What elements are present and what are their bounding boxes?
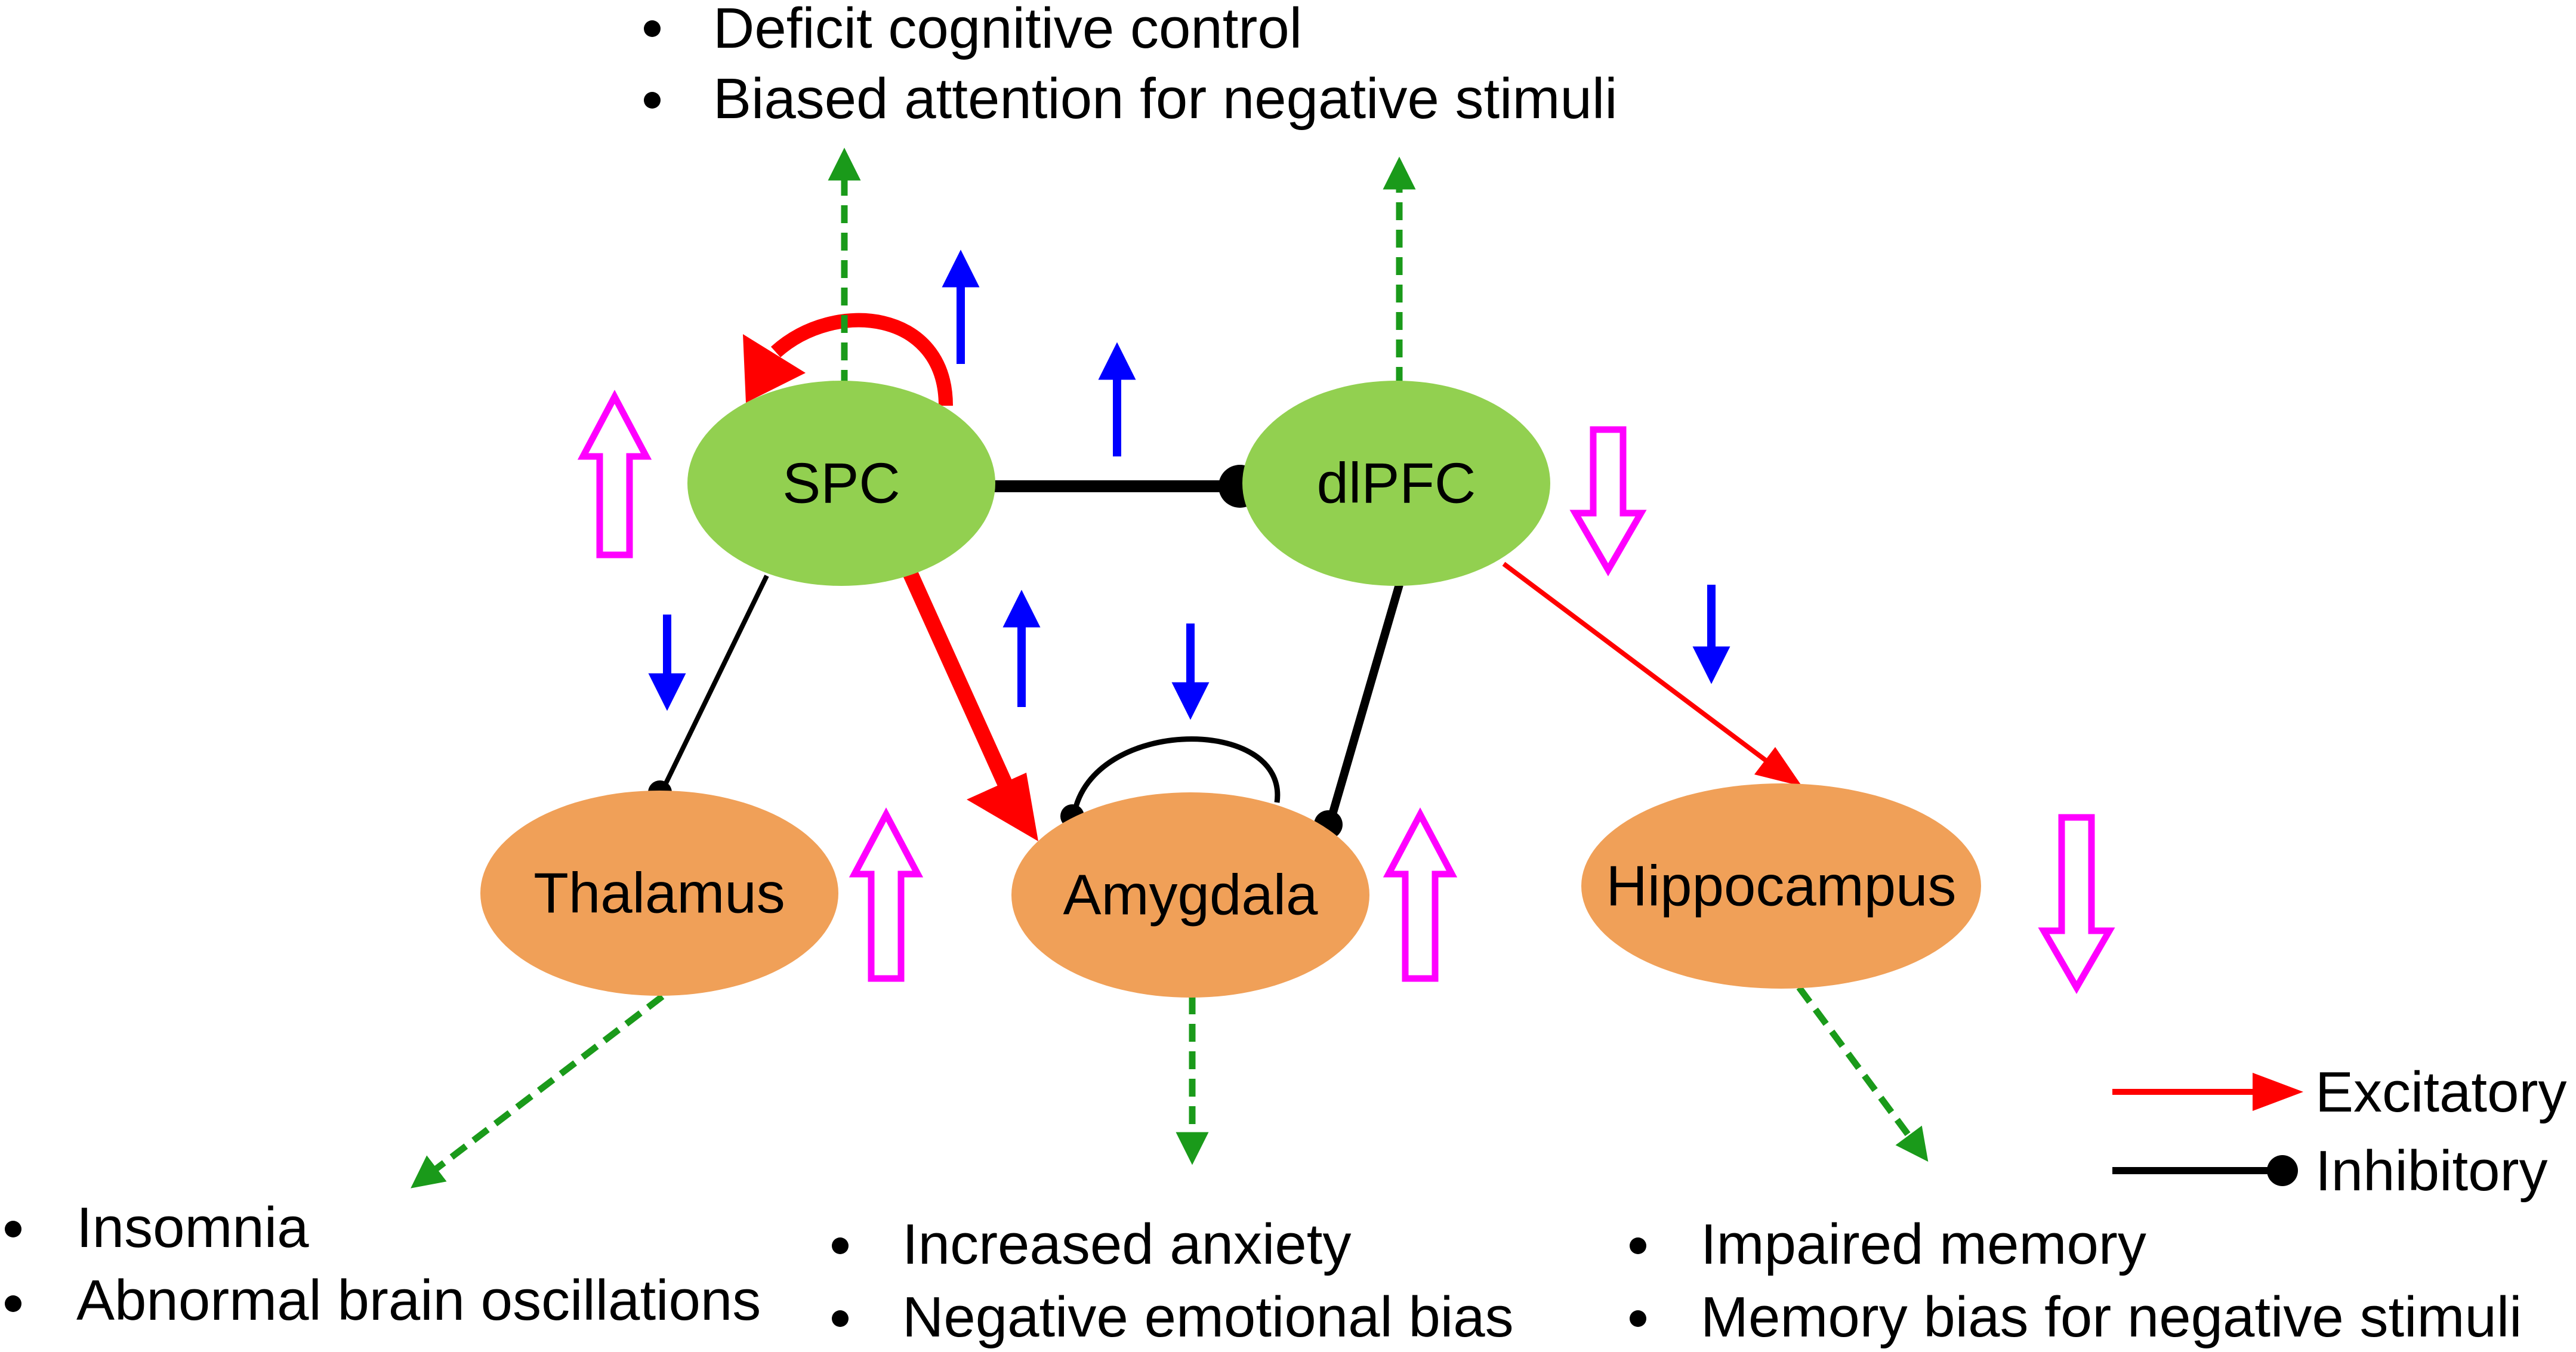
bullet-dot-icon <box>644 20 661 37</box>
bullet-dot-icon <box>1630 1237 1646 1254</box>
magenta-hollow-up-arrow-icon <box>577 390 652 558</box>
thalamus-node: Thalamus <box>480 791 838 996</box>
magenta-hollow-up-arrow-icon <box>849 807 924 982</box>
top-outcome-list: Deficit cognitive control Biased attenti… <box>644 0 1618 131</box>
legend-inhibitory-label: Inhibitory <box>2315 1139 2548 1203</box>
bullet-dot-icon <box>832 1310 849 1327</box>
spc-to-dlpfc-inhibitory-line <box>994 465 1261 508</box>
outcome-item: Biased attention for negative stimuli <box>713 67 1618 131</box>
magenta-hollow-down-arrow-icon <box>1569 426 1647 576</box>
bullet-dot-icon <box>5 1221 21 1237</box>
spc-to-amygdala-excitatory-arrow <box>903 569 1038 841</box>
spc-node: SPC <box>687 381 995 586</box>
outcome-item: Memory bias for negative stimuli <box>1701 1285 2522 1349</box>
dlpfc-to-amygdala-inhibitory-line <box>1314 584 1403 839</box>
outcome-item: Abnormal brain oscillations <box>76 1268 761 1332</box>
outcome-item: Insomnia <box>76 1196 309 1260</box>
spc-label: SPC <box>782 452 900 516</box>
hippocampus-output-arrow <box>1796 985 1929 1162</box>
magenta-hollow-down-arrow-icon <box>2038 814 2115 994</box>
bullet-dot-icon <box>1630 1310 1646 1327</box>
bullet-dot-icon <box>644 92 661 109</box>
legend-excitatory-arrow-icon <box>2112 1073 2303 1111</box>
legend-inhibitory-line-icon <box>2112 1155 2298 1186</box>
dlpfc-node: dlPFC <box>1242 381 1550 586</box>
thalamus-outcome-list: Insomnia Abnormal brain oscillations <box>5 1196 761 1332</box>
magenta-hollow-up-arrow-icon <box>1383 807 1458 982</box>
legend: Excitatory Inhibitory <box>2112 1060 2566 1203</box>
amygdala-node: Amygdala <box>1011 792 1369 998</box>
dlpfc-to-hippocampus-excitatory-arrow <box>1502 561 1802 786</box>
thalamus-label: Thalamus <box>533 862 785 925</box>
amygdala-outcome-list: Increased anxiety Negative emotional bia… <box>832 1212 1514 1349</box>
outcome-item: Increased anxiety <box>902 1212 1351 1276</box>
thalamus-output-arrow <box>411 993 665 1189</box>
bullet-dot-icon <box>832 1237 849 1254</box>
dlpfc-label: dlPFC <box>1317 452 1476 516</box>
hippocampus-outcome-list: Impaired memory Memory bias for negative… <box>1630 1212 2522 1349</box>
amygdala-label: Amygdala <box>1063 863 1319 927</box>
outcome-item: Impaired memory <box>1701 1212 2146 1276</box>
outcome-item: Negative emotional bias <box>902 1285 1514 1349</box>
spc-self-excitatory-arrow <box>743 313 953 406</box>
bullet-dot-icon <box>5 1295 21 1312</box>
hippocampus-node: Hippocampus <box>1581 783 1981 989</box>
outcome-item: Deficit cognitive control <box>713 0 1302 60</box>
legend-excitatory-label: Excitatory <box>2315 1060 2566 1124</box>
hippocampus-label: Hippocampus <box>1606 854 1957 918</box>
